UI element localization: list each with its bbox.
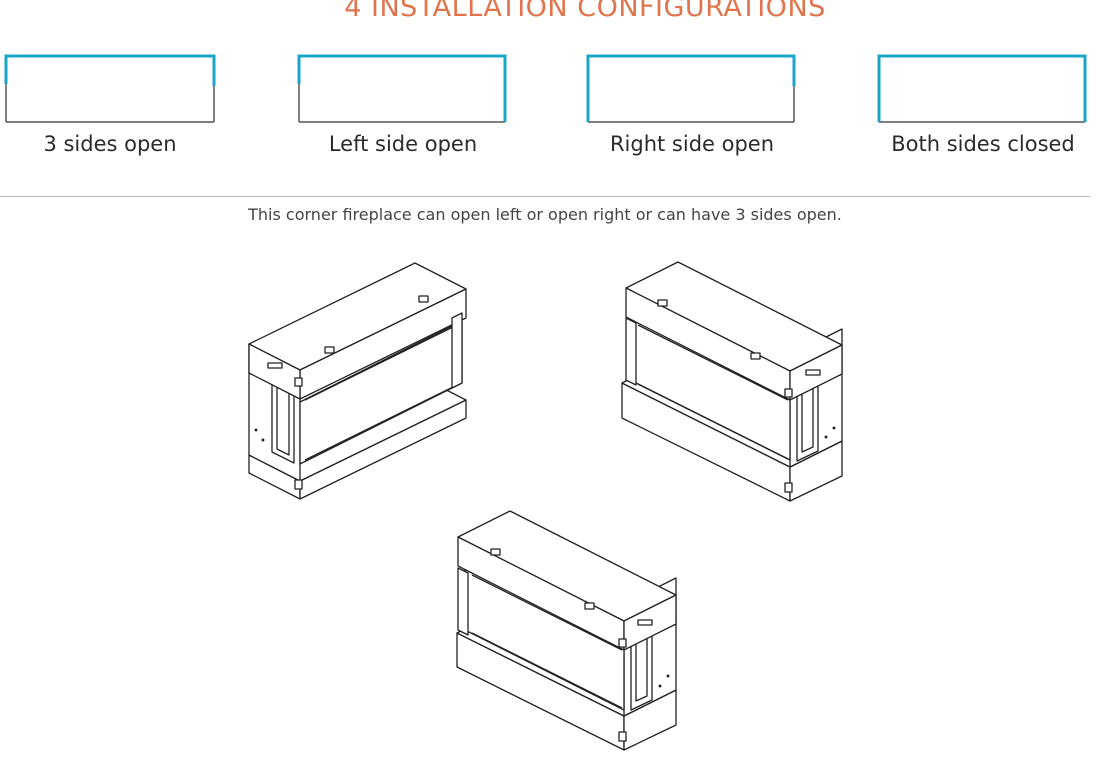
right-side-open-diagram: [586, 54, 796, 123]
section-divider: [0, 196, 1090, 197]
fireplace-drawing-left: [248, 262, 467, 500]
fireplace-drawing-right: [621, 261, 843, 502]
config-left-side-open: Left side open: [297, 54, 509, 156]
left-side-open-diagram: [297, 54, 507, 123]
config-label-left-side-open: Left side open: [328, 132, 478, 156]
three-sides-open-diagram: [4, 54, 216, 123]
both-sides-closed-diagram: [877, 54, 1087, 123]
configuration-row: 3 sides open Left side open Right side o…: [0, 40, 1105, 170]
page-heading: 4 INSTALLATION CONFIGURATIONS: [344, 0, 826, 23]
caption-text: This corner fireplace can open left or o…: [248, 205, 842, 224]
config-label-three-sides-open: 3 sides open: [43, 132, 177, 156]
config-label-both-sides-closed: Both sides closed: [891, 132, 1075, 156]
config-label-right-side-open: Right side open: [609, 132, 775, 156]
config-three-sides-open: 3 sides open: [4, 54, 216, 156]
config-right-side-open: Right side open: [586, 54, 798, 156]
config-both-sides-closed: Both sides closed: [877, 54, 1089, 156]
fireplace-drawing-bottom: [456, 510, 677, 751]
